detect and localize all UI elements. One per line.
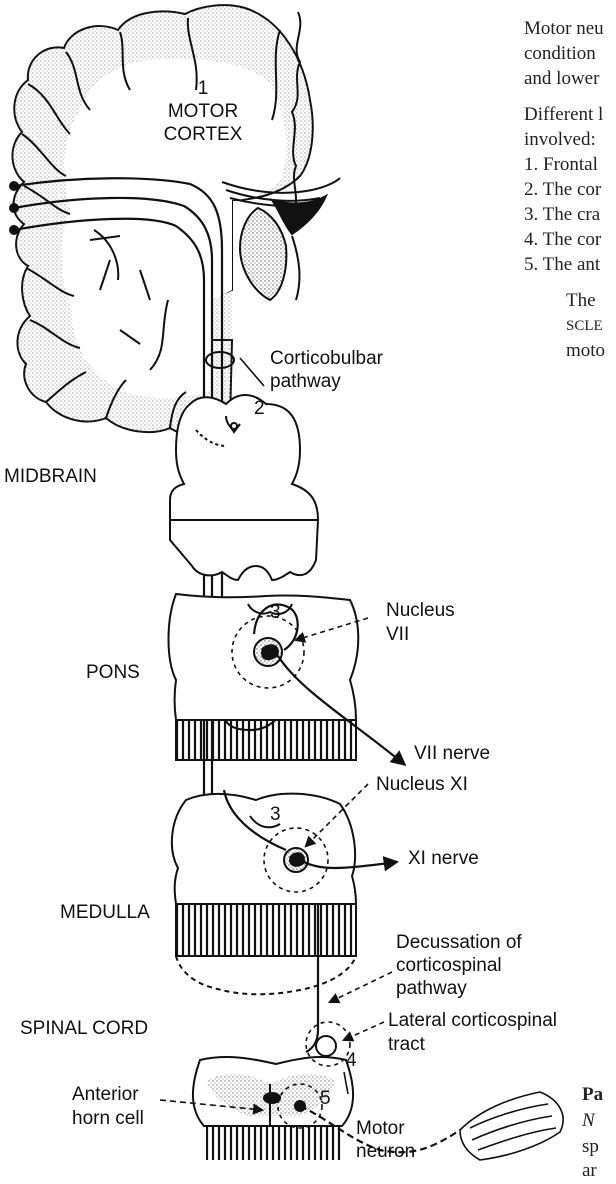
- midbrain-label: MIDBRAIN: [4, 466, 97, 488]
- side-text-line2: condition: [524, 41, 596, 67]
- level-2-number: 2: [254, 398, 265, 420]
- side-list-item-4: 4. The cor: [524, 227, 601, 253]
- decussation-label-line2: corticospinal: [396, 955, 502, 977]
- anterior-horn-label-line1: Anterior: [72, 1084, 139, 1106]
- side-list-item-3: 3. The cra: [524, 202, 600, 228]
- motor-neuron-label-line1: Motor: [356, 1118, 405, 1140]
- lateral-corticospinal-label-line2: tract: [388, 1034, 425, 1056]
- motor-cortex-number: 1: [170, 78, 236, 100]
- nucleus-vii-label-line2: VII: [386, 624, 409, 646]
- side-para-line2: SCLE: [566, 313, 603, 339]
- level-3-medulla-number: 3: [270, 804, 281, 826]
- midbrain-section: [170, 395, 318, 580]
- side-para-line3: moto: [566, 338, 605, 364]
- side-text-line4: Different l: [524, 102, 603, 128]
- bottom-heading: Pa: [582, 1082, 603, 1108]
- side-text-line5: involved:: [524, 127, 596, 153]
- bottom-line2: sp: [582, 1134, 599, 1160]
- corticobulbar-label-line1: Corticobulbar: [270, 348, 383, 370]
- bottom-line3: ar: [582, 1158, 597, 1184]
- level-5-number: 5: [320, 1088, 331, 1110]
- medulla-label: MEDULLA: [60, 902, 150, 924]
- side-text-line3: and lower: [524, 66, 599, 92]
- vii-nerve-label: VII nerve: [414, 743, 490, 765]
- decussation-label-line3: pathway: [396, 978, 467, 1000]
- side-list-item-1: 1. Frontal: [524, 152, 598, 178]
- side-list-item-5: 5. The ant: [524, 252, 600, 278]
- bottom-italic: N: [582, 1108, 595, 1134]
- motor-cortex-label-line2: CORTEX: [150, 124, 256, 146]
- spinal-cord-label: SPINAL CORD: [20, 1018, 148, 1040]
- side-text-line1: Motor neu: [524, 16, 604, 42]
- corticobulbar-label-line2: pathway: [270, 371, 341, 393]
- pons-label: PONS: [86, 662, 140, 684]
- anterior-horn-label-line2: horn cell: [72, 1108, 144, 1130]
- side-list-item-2: 2. The cor: [524, 177, 601, 203]
- nucleus-xi-label: Nucleus XI: [376, 774, 468, 796]
- side-para-line1: The: [566, 288, 596, 314]
- nucleus-vii-label-line1: Nucleus: [386, 600, 455, 622]
- pons-section: [169, 594, 359, 760]
- lateral-corticospinal-label-line1: Lateral corticospinal: [388, 1010, 557, 1032]
- level-3-pons-number: 3: [270, 602, 281, 624]
- level-4-number: 4: [346, 1050, 357, 1072]
- motor-cortex-label-line1: MOTOR: [150, 101, 256, 123]
- motor-neuron-label-line2: neuron: [356, 1141, 415, 1163]
- decussation-label-line1: Decussation of: [396, 932, 522, 954]
- muscle-fiber: [460, 1092, 563, 1160]
- xi-nerve-label: XI nerve: [408, 848, 479, 870]
